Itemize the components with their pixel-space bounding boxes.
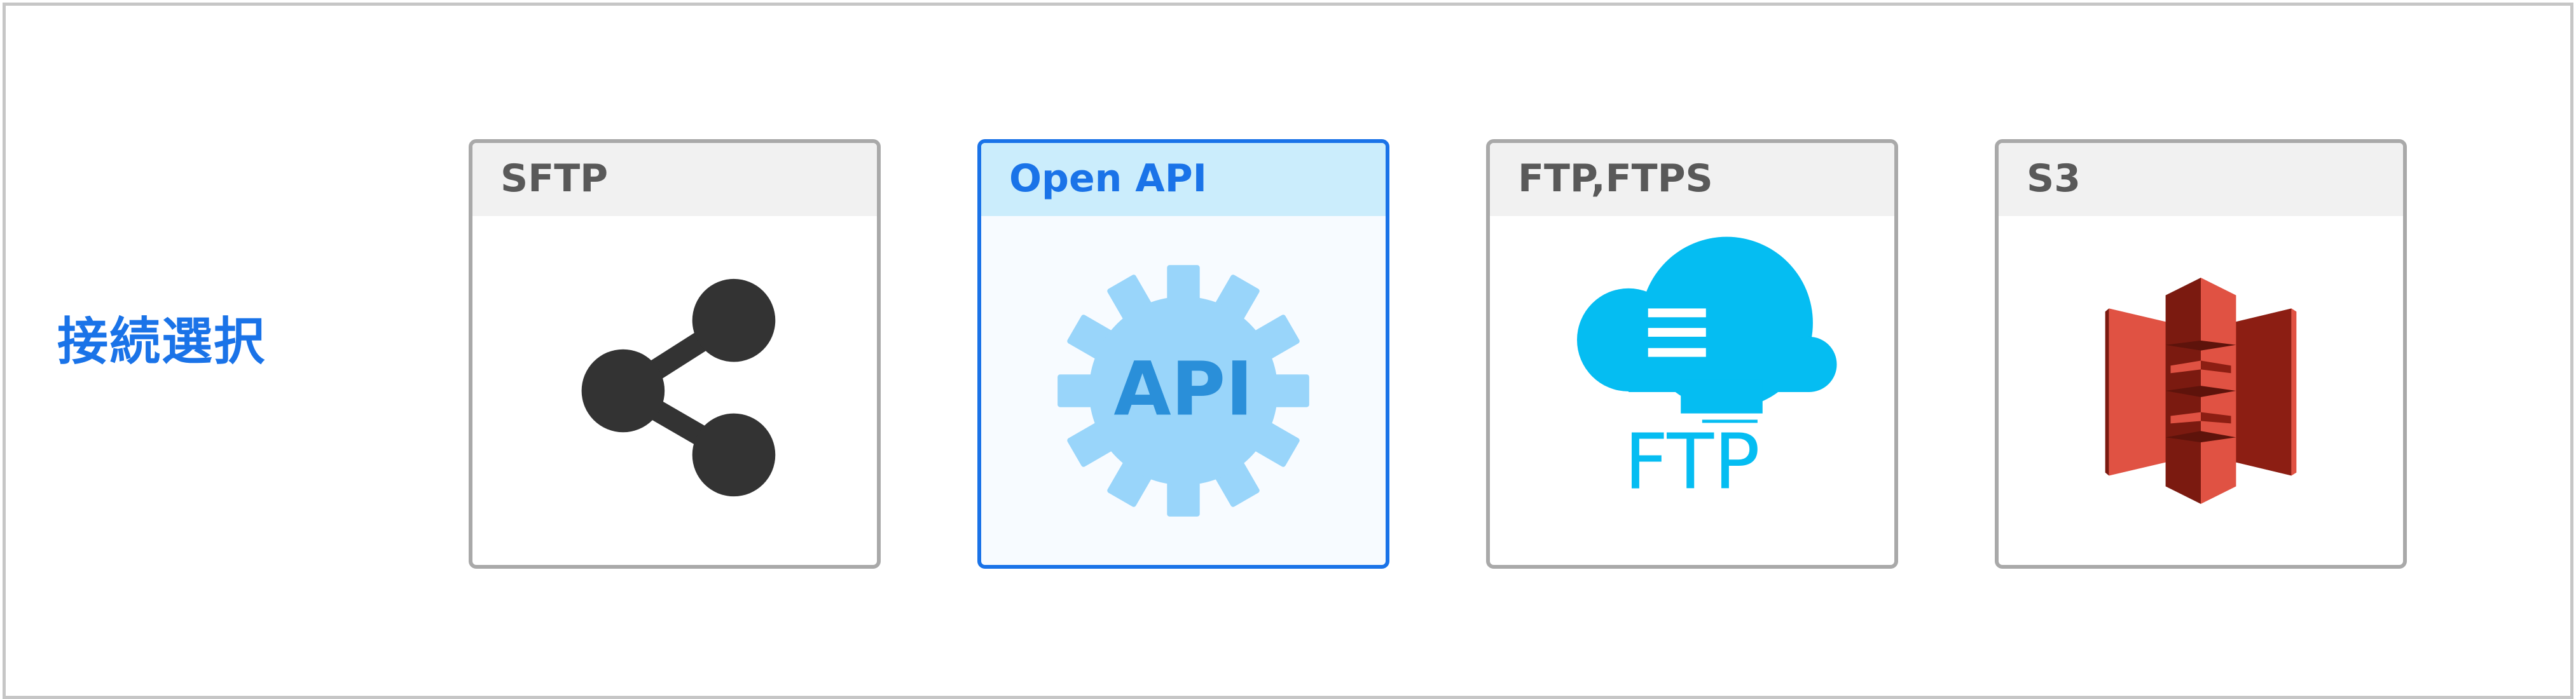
ftp-cloud-icon: FTP (1490, 216, 1894, 565)
card-title: Open API (1009, 156, 1207, 201)
card-title: S3 (2027, 156, 2081, 201)
card-header: FTP,FTPS (1490, 143, 1894, 216)
card-header: SFTP (472, 143, 877, 216)
card-title: FTP,FTPS (1518, 156, 1713, 201)
share-icon (472, 216, 877, 565)
connection-option-open-api[interactable]: Open API API (977, 139, 1389, 569)
aws-s3-icon (1999, 216, 2403, 565)
connection-option-s3[interactable]: S3 (1995, 139, 2407, 569)
card-header: Open API (981, 143, 1386, 216)
api-icon-text: API (1113, 346, 1253, 433)
section-label: 接続選択 (57, 312, 266, 371)
connection-option-sftp[interactable]: SFTP (469, 139, 881, 569)
card-header: S3 (1999, 143, 2403, 216)
card-title: SFTP (500, 156, 609, 201)
api-gear-icon: API (981, 216, 1386, 565)
ftp-icon-text: FTP (1624, 417, 1760, 506)
connection-option-ftp-ftps[interactable]: FTP,FTPS FTP (1486, 139, 1898, 569)
